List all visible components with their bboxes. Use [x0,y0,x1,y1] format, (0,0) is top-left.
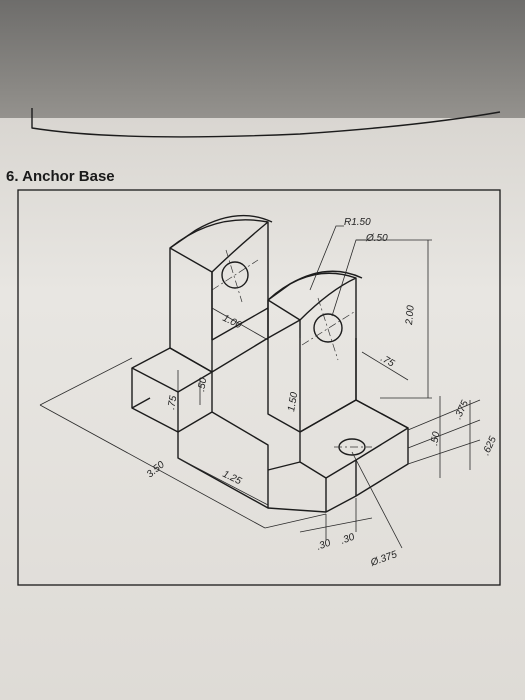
dim-125: 1.25 [221,469,244,488]
dim-d0375: Ø.375 [368,549,399,569]
dim-030-a: .30 [315,538,332,553]
previous-page-edge [31,108,501,138]
dimension-lines [39,225,481,549]
dim-350: 3.50 [145,459,167,480]
dim-050-left: .50 [196,376,209,392]
drawing-frame [17,189,501,586]
dim-375: .375 [453,399,471,422]
dim-050-right: .50 [429,430,442,446]
foot-with-hole [267,399,409,513]
exercise-title: 6. Anchor Base [6,168,115,185]
dim-200: 2.00 [404,304,417,326]
dim-030-b: .30 [339,532,356,547]
dim-r150: R1.50 [344,217,371,228]
back-edges [211,272,301,341]
textbook-page [0,118,525,700]
base-left-block [131,347,269,509]
left-upright [169,214,273,373]
dim-075-diag: .75 [379,353,397,370]
dim-075-left: .75 [166,394,179,410]
dim-625: .625 [481,435,499,458]
dim-150: 1.50 [286,391,300,413]
dim-d050: Ø.50 [365,233,388,244]
